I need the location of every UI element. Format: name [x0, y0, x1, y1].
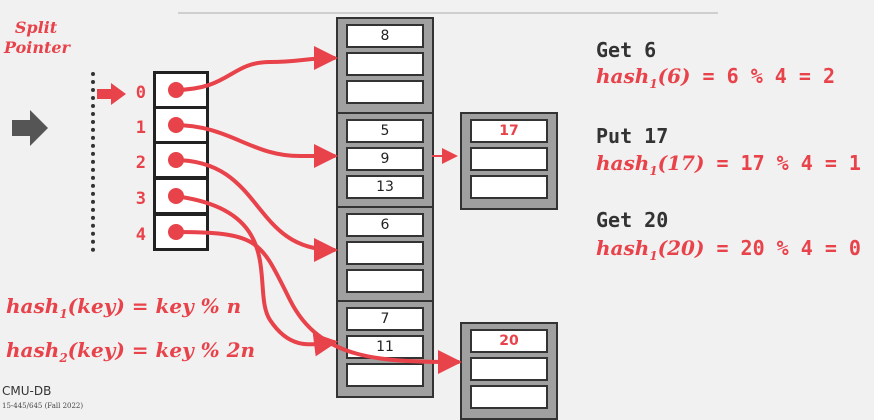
title-underline: [178, 12, 718, 14]
hash-result: = 20 % 4 = 0: [704, 236, 861, 260]
operation-hash: hash1(17) = 17 % 4 = 1: [596, 151, 861, 178]
hash-arg: (6): [657, 64, 691, 88]
hash-fn-sub: 1: [649, 249, 658, 263]
formula-sub: 2: [59, 351, 68, 365]
bucket-slot: 17: [470, 119, 548, 143]
operation-label: Get 6: [596, 38, 657, 62]
hash-fn: hash: [596, 151, 650, 175]
hash-fn: hash: [596, 64, 650, 88]
pointer-arrow-1: [172, 123, 338, 168]
hash-fn-sub: 1: [649, 164, 658, 178]
hash-result: = 17 % 4 = 1: [704, 151, 861, 175]
side-arrow-icon: [12, 110, 48, 146]
bucket-slot: [470, 357, 548, 381]
pointer-arrow-2: [172, 158, 338, 262]
hash-arg: (20): [657, 236, 705, 260]
hash-fn: hash: [596, 236, 650, 260]
operation-hash: hash1(20) = 20 % 4 = 0: [596, 236, 861, 263]
bucket-slot: [346, 52, 424, 76]
bucket-slot: [346, 363, 424, 387]
bucket-slot: 5: [346, 119, 424, 143]
new-bucket: 20: [460, 322, 558, 420]
formula-rest: (key) = key % 2n: [67, 338, 256, 362]
directory-index: 1: [135, 118, 146, 138]
bucket-slot: 8: [346, 24, 424, 48]
directory-index: 0: [135, 83, 146, 103]
bucket: 7 11: [336, 300, 434, 398]
split-pointer-label: Split Pointer: [4, 18, 70, 58]
hash-fn-sub: 1: [649, 77, 658, 91]
bucket: 5 9 13: [336, 112, 434, 210]
split-pointer-line1: Split: [14, 18, 58, 37]
bucket-slot: [470, 175, 548, 199]
hash-formula-1: hash1(key) = key % n: [6, 294, 241, 321]
overflow-bucket: 17: [460, 112, 558, 210]
bucket-slot: [346, 269, 424, 293]
directory-index: 4: [135, 225, 146, 245]
bucket-slot: 13: [346, 175, 424, 199]
cmu-db-logo: CMU-DB: [2, 384, 52, 398]
pointer-arrow-3: [172, 194, 338, 357]
formula-fn: hash: [6, 294, 60, 318]
bucket-slot: 9: [346, 147, 424, 171]
split-pointer-track: [91, 72, 95, 252]
pointer-arrow-4: [172, 230, 462, 374]
operation-label: Put 17: [596, 124, 669, 148]
bucket-slot: 7: [346, 307, 424, 331]
directory-index: 3: [135, 189, 146, 209]
operation-hash: hash1(6) = 6 % 4 = 2: [596, 64, 835, 91]
bucket-slot: [346, 80, 424, 104]
directory-index: 2: [135, 153, 146, 173]
operation-label: Get 20: [596, 208, 669, 232]
split-pointer-line2: Pointer: [4, 38, 70, 57]
course-label: 15-445/645 (Fall 2022): [2, 402, 84, 410]
bucket-slot: [470, 385, 548, 409]
bucket-slot: 20: [470, 329, 548, 353]
split-pointer-arrow-icon: [97, 83, 126, 105]
formula-sub: 1: [59, 307, 68, 321]
bucket: 6: [336, 206, 434, 304]
bucket: 8: [336, 17, 434, 115]
bucket-slot: 6: [346, 213, 424, 237]
hash-arg: (17): [657, 151, 705, 175]
pointer-arrow-0: [172, 46, 338, 92]
hash-formula-2: hash2(key) = key % 2n: [6, 338, 255, 365]
formula-rest: (key) = key % n: [67, 294, 242, 318]
formula-fn: hash: [6, 338, 60, 362]
bucket-slot: [470, 147, 548, 171]
hash-result: = 6 % 4 = 2: [690, 64, 836, 88]
bucket-slot: [346, 241, 424, 265]
